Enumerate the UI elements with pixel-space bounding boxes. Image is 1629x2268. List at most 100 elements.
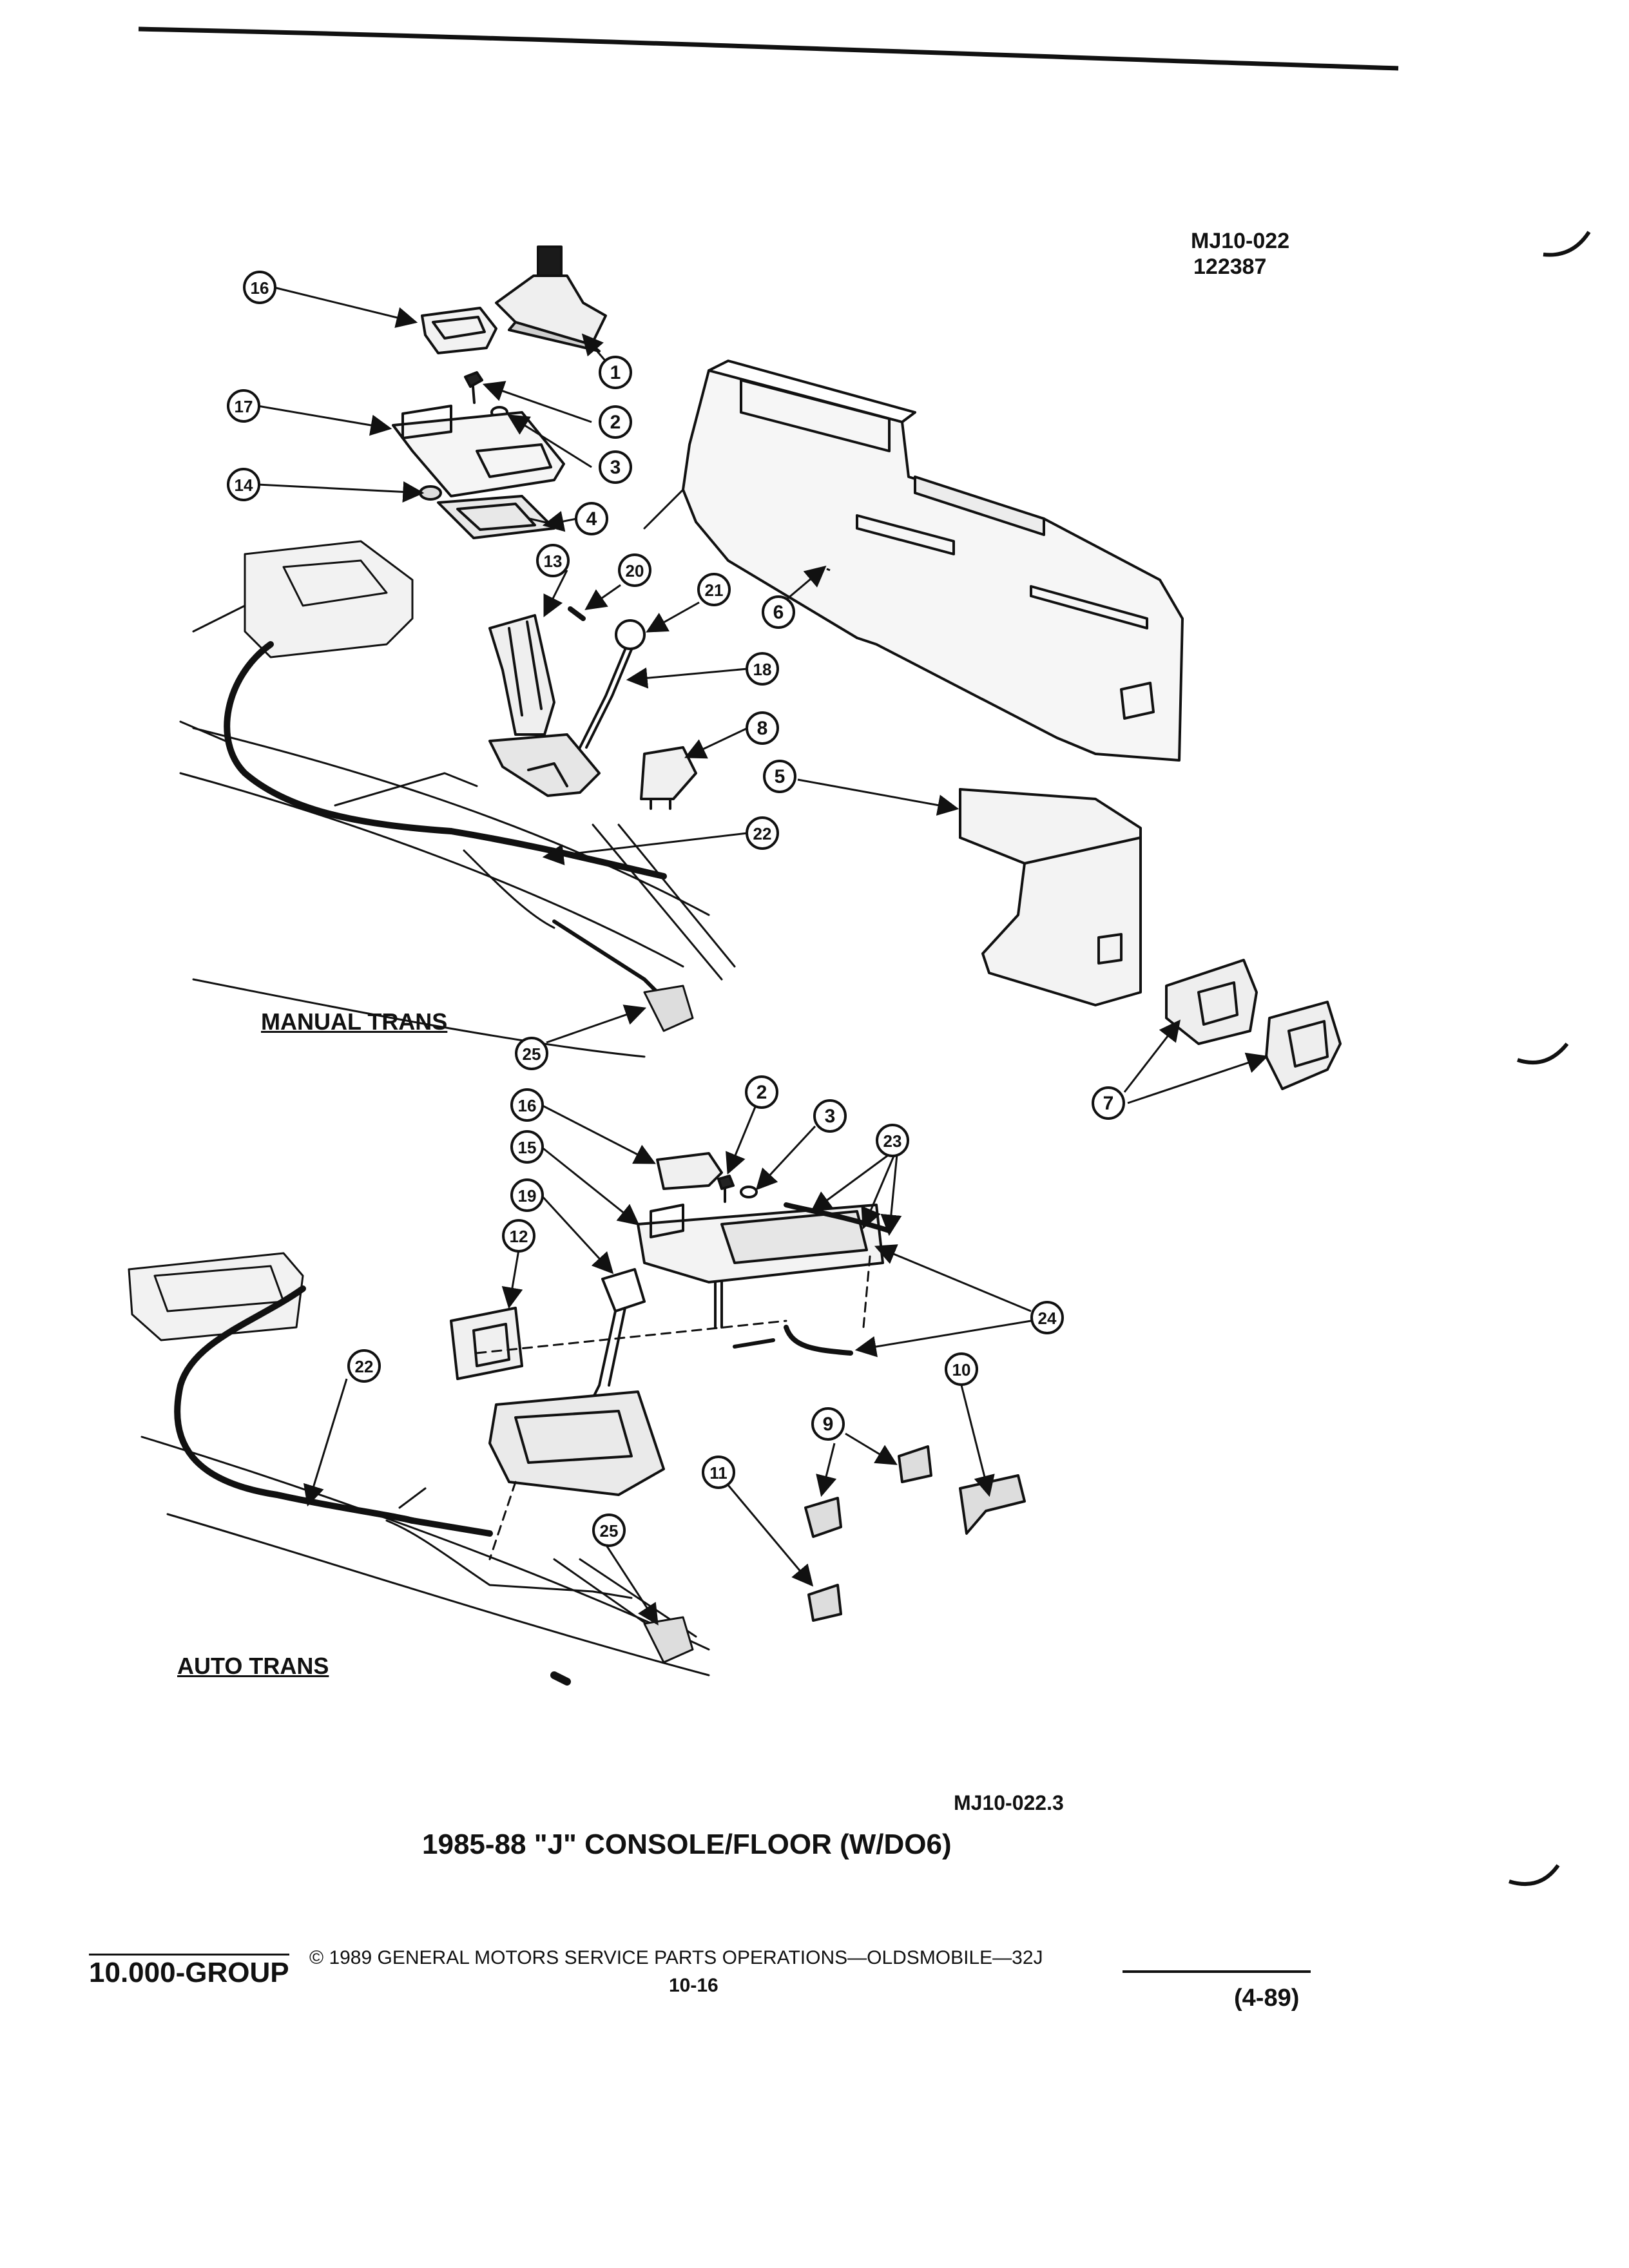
callout-number: 5 [775,766,786,787]
callout-2-screw: 2 [599,405,632,439]
callout-3-nut: 3 [599,450,632,484]
part-ashtray [1165,959,1342,1090]
part-bezel-manual [421,307,497,354]
callout-circle [599,450,632,484]
callout-14-plug: 14 [227,468,260,501]
callout-circle [227,468,260,501]
callout-circle [515,1037,548,1070]
page-edge-marks [1509,231,1591,1887]
callout-circle [945,1352,978,1386]
part-indicator-plate [637,1204,884,1329]
part-armrest [959,788,1142,1006]
callout-number: 2 [757,1082,767,1103]
callout-17-shifter-plate: 17 [227,389,260,423]
callout-19-shift-handle: 19 [510,1178,544,1212]
callout-5-armrest: 5 [763,760,796,793]
part-screw-nut-auto [717,1175,758,1203]
callout-22-wire-harness: 22 [746,816,779,850]
callout-20-spring: 20 [618,553,651,587]
callout-circle [763,760,796,793]
part-shifter-assembly [488,606,646,797]
callout-number: 16 [518,1096,537,1115]
callout-13-shifter-bracket: 13 [536,544,570,577]
callout-circle [762,595,795,629]
callout-circle [697,573,731,606]
section-label-manual: MANUAL TRANS [261,1008,448,1035]
callout-number: 17 [235,397,253,416]
callout-12-bracket: 12 [502,1219,535,1253]
callout-number: 13 [544,552,563,571]
callout-number: 22 [355,1357,374,1376]
callout-number: 11 [709,1463,728,1483]
callout-number: 9 [823,1414,834,1435]
auto-floor-harness [128,1252,871,1686]
callout-number: 25 [523,1044,541,1064]
callout-circle [1092,1086,1125,1120]
callout-circle [510,1088,544,1122]
callout-circle [536,544,570,577]
callout-circle [702,1456,735,1489]
callout-18-shift-lever: 18 [746,652,779,686]
callout-number: 14 [235,476,253,495]
callout-circle [813,1099,847,1133]
callout-3-nut: 3 [813,1099,847,1133]
callout-21-knob: 21 [697,573,731,606]
callout-15-indicator-plate: 15 [510,1130,544,1164]
figure-id: MJ10-022 [1191,229,1290,253]
callout-circle [510,1130,544,1164]
callout-number: 24 [1038,1309,1057,1328]
callout-number: 12 [510,1227,528,1246]
part-plug [419,485,442,501]
figure-reference: MJ10-022.3 [954,1791,1064,1814]
callout-number: 15 [518,1138,537,1157]
callout-circle [347,1349,381,1383]
callout-circle [746,711,779,745]
callout-4-seal-plate: 4 [575,502,608,535]
footer-group: 10.000-GROUP [89,1954,289,1989]
callout-circle [746,652,779,686]
part-screw-nut-manual [464,371,508,419]
callout-circle [599,356,632,389]
footer-rule-right [1123,1970,1311,1973]
callout-number: 2 [610,412,621,433]
callout-22-wire-harness: 22 [347,1349,381,1383]
callout-number: 7 [1103,1093,1114,1114]
callout-1-shift-boot: 1 [599,356,632,389]
callout-number: 4 [586,508,597,530]
top-rule [138,26,1399,71]
part-shifter-plate [392,405,565,497]
callout-number: 25 [600,1521,619,1541]
part-switch [640,746,697,810]
callout-number: 3 [825,1106,836,1127]
callout-number: 1 [610,362,621,383]
callout-16-shift-boot-bezel: 16 [243,271,276,304]
part-shifter-base [488,1390,665,1496]
callout-8-switch: 8 [746,711,779,745]
callout-circle [599,405,632,439]
callout-circle [243,271,276,304]
callout-10-bracket: 10 [945,1352,978,1386]
callout-6-console: 6 [762,595,795,629]
callout-16-bezel: 16 [510,1088,544,1122]
callout-number: 21 [705,581,724,600]
callout-circle [510,1178,544,1212]
callout-circle [575,502,608,535]
callout-25-connector: 25 [592,1514,626,1547]
callout-2-screw: 2 [745,1075,778,1109]
footer-date: (4-89) [1234,1984,1300,2012]
callout-circle [746,816,779,850]
callout-circle [502,1219,535,1253]
part-shift-handle [592,1268,646,1399]
callout-number: 22 [753,824,772,843]
callout-number: 19 [518,1186,537,1206]
callout-number: 18 [753,660,772,679]
callout-11-bracket: 11 [702,1456,735,1489]
callout-number: 3 [610,457,621,478]
part-console [643,360,1184,762]
callout-number: 10 [952,1360,971,1379]
callout-number: 23 [883,1131,902,1151]
callout-number: 8 [757,718,768,739]
callout-25-connector: 25 [515,1037,548,1070]
footer-copyright: © 1989 GENERAL MOTORS SERVICE PARTS OPER… [309,1947,1043,1968]
